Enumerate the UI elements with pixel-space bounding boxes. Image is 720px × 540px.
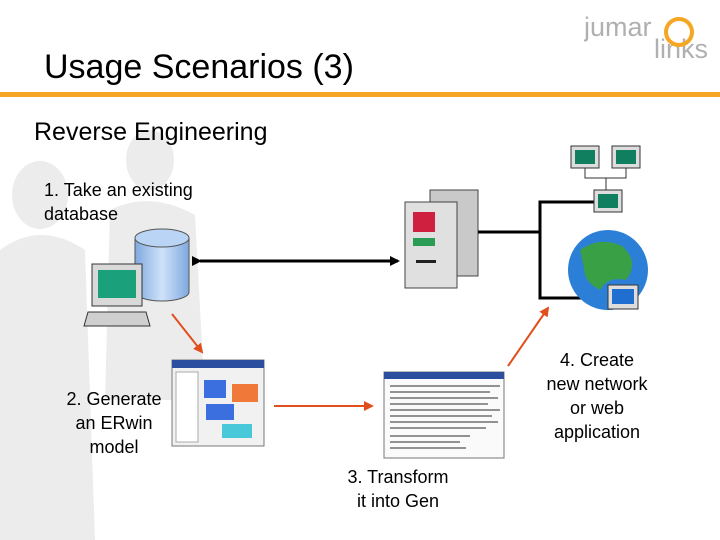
logo-text-links: links — [654, 34, 708, 64]
server-icon — [404, 189, 479, 289]
logo-text-jumar: jumar — [584, 12, 652, 42]
desktop-computer-icon — [83, 263, 151, 327]
erwin-model-screenshot — [171, 359, 265, 447]
arrow-gen-to-network — [507, 306, 550, 367]
step-4-label: 4. Create new network or web application — [546, 350, 648, 442]
jumar-links-logo: jumar links — [584, 12, 708, 64]
title-underline — [0, 92, 720, 97]
step-2-label: 2. Generate an ERwin model — [66, 389, 162, 457]
database-icon — [134, 228, 190, 302]
slide-title: Usage Scenarios (3) — [44, 48, 354, 86]
gen-listing-screenshot — [383, 371, 505, 459]
globe-icon — [568, 230, 648, 310]
arrow-db-to-erwin — [171, 313, 204, 354]
slide-subtitle: Reverse Engineering — [34, 118, 268, 146]
step-3-label: 3. Transform it into Gen — [347, 467, 449, 511]
client-computers-icon — [570, 145, 641, 213]
step-1-label: 1. Take an existing database — [44, 180, 193, 224]
